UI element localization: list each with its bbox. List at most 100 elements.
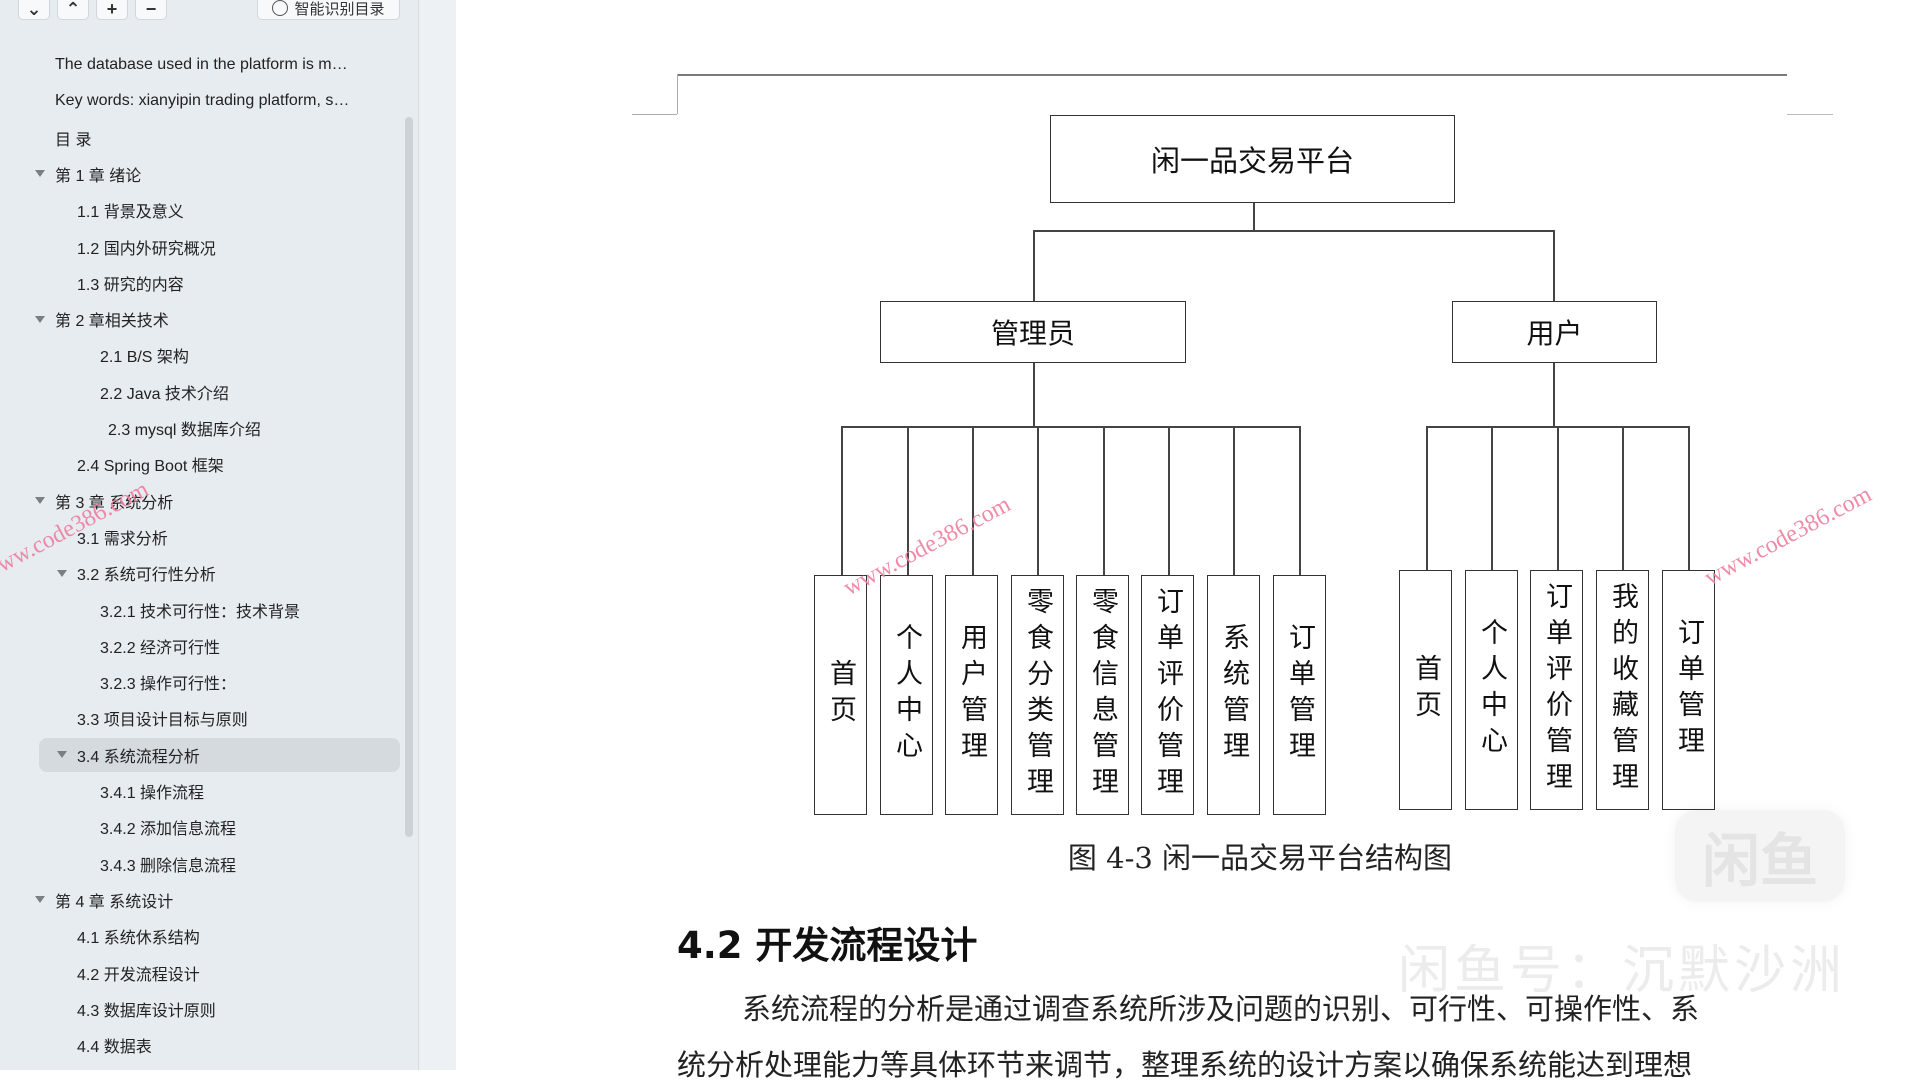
collapse-icon: − <box>145 0 157 19</box>
toc-item[interactable]: 第 2 章相关技术 <box>0 302 400 336</box>
toc-item[interactable]: 3.2.3 操作可行性： <box>0 665 400 699</box>
toc-item-label: 1.2 国内外研究概况 <box>77 240 216 258</box>
toc-item[interactable]: 3.3 项目设计目标与原则 <box>0 701 400 735</box>
connector <box>1253 203 1255 230</box>
toc-item-label: 2.4 Spring Boot 框架 <box>77 458 224 476</box>
function-node: 订单评价管理 <box>1530 570 1583 810</box>
prev-icon: ⌃ <box>65 0 81 19</box>
expand-triangle-icon[interactable] <box>35 315 45 323</box>
toc-item[interactable]: 3.4 系统流程分析 <box>39 737 400 772</box>
expand-button[interactable]: + <box>96 0 128 20</box>
smart-recognize-icon <box>272 0 289 16</box>
toc-item[interactable]: 目 录 <box>0 121 400 155</box>
collapse-button[interactable]: − <box>135 0 167 20</box>
root-node: 闲一品交易平台 <box>1050 115 1455 203</box>
function-node-label: 用户管理 <box>956 623 987 767</box>
outline-sidebar: ⌄ ⌃ + − 智能识别目录 The database used in the pla… <box>0 0 418 1070</box>
toc-item[interactable]: 第 4 章 系统设计 <box>0 883 400 917</box>
toc-item-label: 1.3 研究的内容 <box>77 276 184 294</box>
toc-item[interactable]: 第 3 章 系统分析 <box>0 484 400 518</box>
next-button[interactable]: ⌄ <box>18 0 50 20</box>
user-node: 用户 <box>1452 301 1657 363</box>
function-node-label: 订单评价管理 <box>1541 582 1572 798</box>
function-node: 我的收藏管理 <box>1596 570 1649 810</box>
xianyu-logo-watermark: 闲鱼 <box>1675 810 1845 902</box>
toc-item[interactable]: Key words: xianyipin trading platform, s… <box>0 84 400 118</box>
toc-item[interactable]: 2.2 Java 技术介绍 <box>0 375 400 409</box>
toc-item[interactable]: 3.4.1 操作流程 <box>0 774 400 808</box>
toc-item-label: 第 3 章 系统分析 <box>55 494 174 512</box>
toc-item-label: 4.2 开发流程设计 <box>77 966 200 984</box>
expand-triangle-icon[interactable] <box>57 569 67 577</box>
connector <box>841 426 843 575</box>
toc-item-label: 第 2 章相关技术 <box>55 313 169 331</box>
connector <box>1033 230 1035 301</box>
toc-item-label: 3.2 系统可行性分析 <box>77 567 216 585</box>
function-node: 首页 <box>1399 570 1452 810</box>
connector <box>1037 426 1039 575</box>
toc-item[interactable]: 2.4 Spring Boot 框架 <box>0 447 400 481</box>
toc-item-label: 2.3 mysql 数据库介绍 <box>108 422 261 439</box>
toc-item[interactable]: 3.2.1 技术可行性：技术背景 <box>0 593 400 627</box>
connector <box>1557 426 1559 570</box>
function-node: 个人中心 <box>880 575 933 815</box>
toc-item[interactable]: 1.2 国内外研究概况 <box>0 230 400 264</box>
toc-item-label: 3.1 需求分析 <box>77 530 168 548</box>
toc-item-label: 2.1 B/S 架构 <box>100 349 189 367</box>
toc-item[interactable]: 3.2.2 经济可行性 <box>0 629 400 663</box>
toc-item[interactable]: 1.3 研究的内容 <box>0 266 400 300</box>
toc-item-label: 4.3 数据库设计原则 <box>77 1002 216 1020</box>
function-node-label: 系统管理 <box>1218 623 1249 767</box>
smart-toc-label: 智能识别目录 <box>294 0 385 18</box>
root-node-label: 闲一品交易平台 <box>1150 144 1354 178</box>
toc-item[interactable]: 3.1 需求分析 <box>0 520 400 554</box>
expand-triangle-icon[interactable] <box>35 896 45 904</box>
admin-node: 管理员 <box>880 301 1186 363</box>
connector <box>972 426 974 575</box>
function-node: 系统管理 <box>1207 575 1260 815</box>
function-node-label: 零食信息管理 <box>1087 587 1118 803</box>
connector <box>1553 363 1555 426</box>
toc-item[interactable]: 3.4.2 添加信息流程 <box>0 810 400 844</box>
function-node: 零食信息管理 <box>1076 575 1129 815</box>
toc-item[interactable]: The database used in the platform is m… <box>0 48 400 82</box>
connector <box>1688 426 1690 570</box>
function-node-label: 个人中心 <box>891 623 922 767</box>
connector <box>1033 363 1035 426</box>
toc-item[interactable]: 4.3 数据库设计原则 <box>0 992 400 1026</box>
toc-item[interactable]: 2.3 mysql 数据库介绍 <box>0 411 400 445</box>
toc-item[interactable]: 4.2 开发流程设计 <box>0 956 400 990</box>
function-node: 零食分类管理 <box>1011 575 1064 815</box>
prev-button[interactable]: ⌃ <box>57 0 89 20</box>
function-node: 用户管理 <box>945 575 998 815</box>
admin-node-label: 管理员 <box>990 317 1075 350</box>
toc-item-label: 3.2.2 经济可行性 <box>100 639 221 657</box>
toc-item[interactable]: 3.2 系统可行性分析 <box>0 556 400 590</box>
connector <box>1299 426 1301 575</box>
toc-item-label: The database used in the platform is m… <box>55 56 348 73</box>
expand-triangle-icon[interactable] <box>57 751 67 759</box>
toc-item-label: 4.1 系统休系结构 <box>77 930 200 948</box>
next-icon: ⌄ <box>26 0 42 19</box>
user-node-label: 用户 <box>1526 317 1583 350</box>
expand-triangle-icon[interactable] <box>35 170 45 178</box>
toc-item-label: 1.1 背景及意义 <box>77 204 184 222</box>
toc-item[interactable]: 第 1 章 绪论 <box>0 157 400 191</box>
toc-item[interactable]: 4.4 数据表 <box>0 1028 400 1062</box>
connector <box>1168 426 1170 575</box>
expand-icon: + <box>106 0 118 19</box>
function-node-label: 订单管理 <box>1284 623 1315 767</box>
smart-toc-button[interactable]: 智能识别目录 <box>257 0 400 20</box>
expand-triangle-icon[interactable] <box>35 497 45 505</box>
toc-item[interactable]: 1.1 背景及意义 <box>0 193 400 227</box>
sidebar-splitter[interactable] <box>418 0 456 1070</box>
function-node: 订单评价管理 <box>1141 575 1194 815</box>
toc-item[interactable]: 3.4.3 删除信息流程 <box>0 847 400 881</box>
toc-item[interactable]: 2.1 B/S 架构 <box>0 338 400 372</box>
section-heading: 4.2 开发流程设计 <box>677 924 978 967</box>
toc-item-label: 3.3 项目设计目标与原则 <box>77 712 248 730</box>
sidebar-scrollbar[interactable] <box>405 117 413 837</box>
corner-mark-right-h <box>1787 114 1833 115</box>
toc-item[interactable]: 4.1 系统休系结构 <box>0 919 400 953</box>
connector <box>907 426 909 575</box>
